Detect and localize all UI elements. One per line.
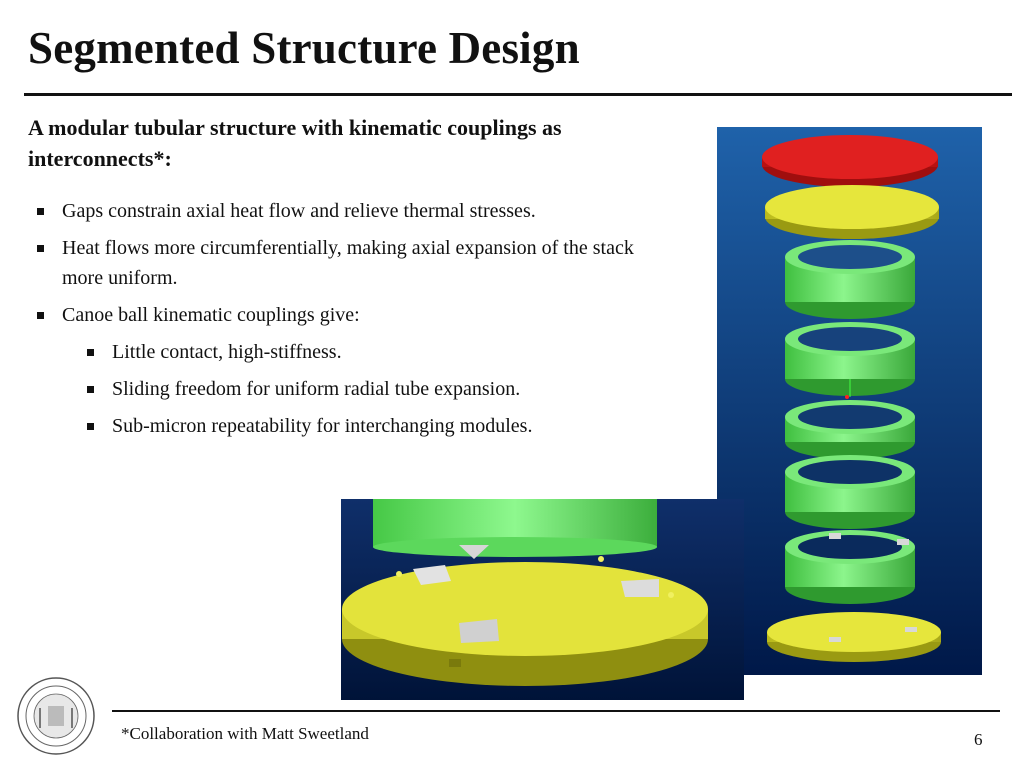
- footnote: *Collaboration with Matt Sweetland: [121, 724, 369, 743]
- sub-bullet-item: Sub-micron repeatability for interchangi…: [84, 411, 674, 441]
- bullet-square-icon: [87, 349, 94, 356]
- bullet-square-icon: [37, 245, 44, 252]
- bullet-text: Little contact, high-stiffness.: [112, 341, 342, 363]
- bullet-text: Sub-micron repeatability for interchangi…: [112, 415, 533, 437]
- bullet-list: Gaps constrain axial heat flow and relie…: [34, 196, 674, 448]
- bullet-text: Canoe ball kinematic couplings give:: [62, 304, 360, 326]
- bullet-text: Gaps constrain axial heat flow and relie…: [62, 200, 536, 222]
- bullet-text: Heat flows more circumferentially, makin…: [62, 237, 634, 289]
- title-divider: [24, 93, 1012, 96]
- bullet-item: Canoe ball kinematic couplings give:: [34, 300, 674, 330]
- sub-bullet-item: Little contact, high-stiffness.: [84, 337, 674, 367]
- bullet-item: Heat flows more circumferentially, makin…: [34, 233, 674, 293]
- mit-seal-icon: [17, 677, 95, 755]
- bullet-square-icon: [37, 312, 44, 319]
- page-number: 6: [974, 730, 983, 749]
- slide-subtitle: A modular tubular structure with kinemat…: [28, 115, 562, 171]
- bullet-square-icon: [87, 423, 94, 430]
- sub-bullet-item: Sliding freedom for uniform radial tube …: [84, 374, 674, 404]
- slide-title: Segmented Structure Design: [28, 23, 580, 73]
- bullet-square-icon: [37, 208, 44, 215]
- coupling-detail-cad-image: [341, 499, 744, 700]
- bullet-item: Gaps constrain axial heat flow and relie…: [34, 196, 674, 226]
- bullet-square-icon: [87, 386, 94, 393]
- stack-cad-image: [717, 127, 982, 675]
- bullet-text: Sliding freedom for uniform radial tube …: [112, 378, 521, 400]
- footer-divider: [112, 710, 1000, 712]
